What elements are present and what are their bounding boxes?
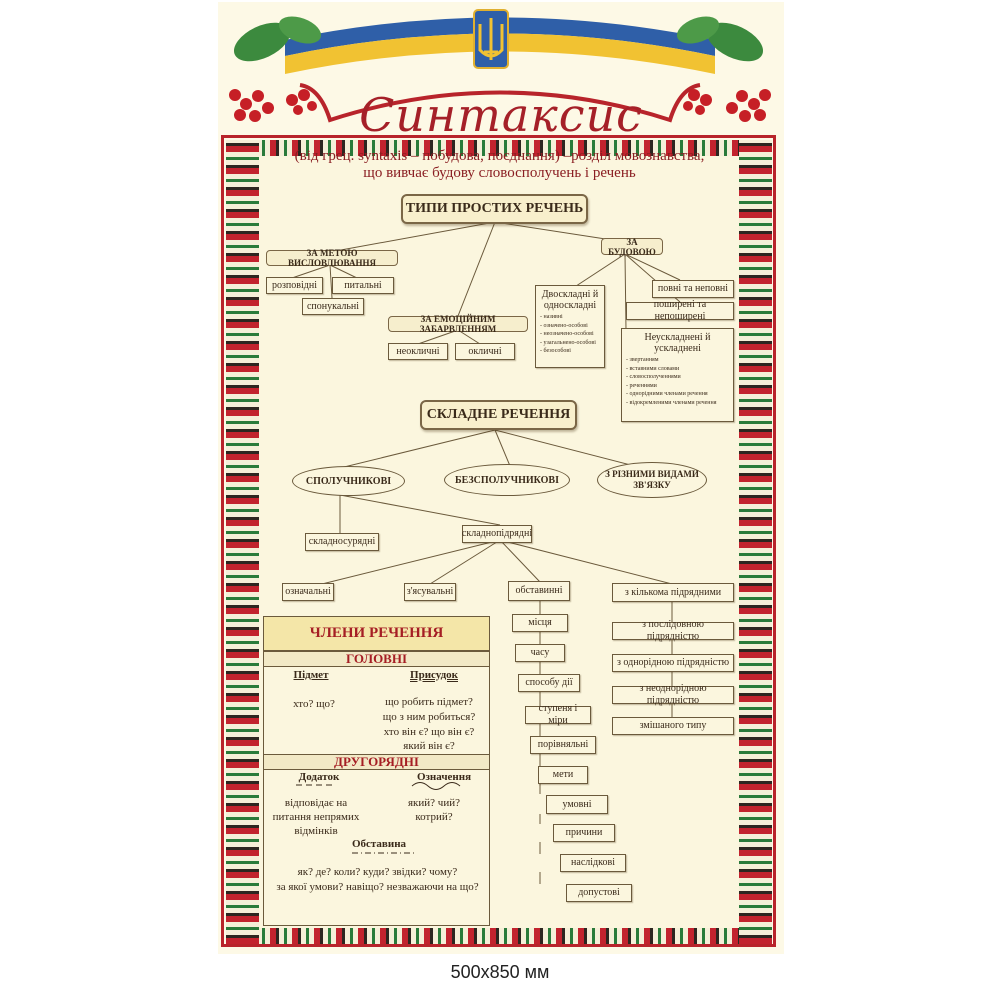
- list-item: називні: [540, 313, 600, 322]
- adverbial-type: допустові: [566, 884, 632, 902]
- attribute-question: який? чий?: [408, 797, 460, 809]
- complicated-items: звертанням вставними словами словосполуч…: [626, 356, 729, 407]
- list-item: неозначено-особові: [540, 330, 600, 339]
- list-item: словосполученнями: [626, 373, 729, 382]
- list-item: безособові: [540, 347, 600, 356]
- size-caption: 500x850 мм: [450, 962, 550, 982]
- by-structure-label: ЗА БУДОВОЮ: [601, 237, 663, 257]
- list-item: узагальнено-особові: [540, 339, 600, 348]
- page-title: Синтаксис: [359, 88, 643, 142]
- adverbial-modifier-question: за якої умови? навіщо? незважаючи на що?: [276, 881, 479, 893]
- underline-marks: [296, 782, 461, 854]
- list-item: звертанням: [626, 356, 729, 365]
- conjunctive-ellipse: СПОЛУЧНИКОВІ: [292, 466, 405, 496]
- viburnum-left-icon: [229, 16, 322, 122]
- adverbial-modifier-question: як? де? коли? куди? звідки? чому?: [297, 866, 458, 878]
- compound-box: складносурядні: [305, 533, 379, 551]
- attribute-question: котрий?: [415, 811, 453, 823]
- emotion-item: неокличні: [388, 343, 448, 360]
- complex-sentence-heading: СКЛАДНЕ РЕЧЕННЯ: [420, 400, 577, 430]
- trident-icon: [473, 9, 509, 69]
- full-incomplete-box: повні та неповні: [652, 280, 734, 298]
- multi-type: з однорідною підрядністю: [612, 654, 734, 672]
- multi-type: змішаного типу: [612, 717, 734, 735]
- adverbial-type: мети: [538, 766, 588, 784]
- multi-subordinate-box: з кількома підрядними: [612, 583, 734, 602]
- predicate-question: хто він є? що він є?: [383, 726, 475, 738]
- attribute-label: Означення: [416, 771, 472, 783]
- list-item: відокремленими членами речення: [626, 399, 729, 408]
- by-purpose-label: ЗА МЕТОЮ ВИСЛОВЛЮВАННЯ: [266, 248, 398, 268]
- predicate-question: що з ним робиться?: [382, 711, 476, 723]
- embroidery-border-right: [739, 140, 772, 944]
- embroidery-border-left: [226, 140, 259, 944]
- multi-type: з неоднорідною підрядністю: [612, 683, 734, 706]
- sentence-members-panel: ЧЛЕНИ РЕЧЕННЯ ГОЛОВНІ Підмет хто? що? Пр…: [263, 616, 490, 926]
- object-label: Додаток: [298, 771, 340, 783]
- extended-box: поширені та непоширені: [626, 299, 734, 322]
- simple-sentences-heading: ТИПИ ПРОСТИХ РЕЧЕНЬ: [401, 194, 588, 224]
- subtitle: (від грец. syntaxis – побудова, поєднанн…: [262, 148, 737, 182]
- subject-label: Підмет: [293, 669, 329, 681]
- list-item: однорідними членами речення: [626, 390, 729, 399]
- explanatory-box: з'ясувальні: [404, 583, 456, 601]
- list-item: означено-особові: [540, 322, 600, 331]
- subject-question: хто? що?: [293, 698, 335, 710]
- object-question: відмінків: [294, 825, 338, 837]
- adverbial-type: умовні: [546, 795, 608, 814]
- object-question: питання непрямих: [272, 811, 360, 823]
- purpose-item: розповідні: [266, 277, 323, 294]
- object-question: відповідає на: [284, 797, 348, 809]
- subtitle-line-2: що вивчає будову словосполучень і речень: [363, 165, 636, 181]
- emotion-item: окличні: [455, 343, 515, 360]
- adverbial-type: часу: [515, 644, 565, 662]
- purpose-item: спонукальні: [302, 298, 364, 315]
- two-part-heading: Двоскладні й односкладні: [541, 289, 599, 311]
- predicate-question: що робить підмет?: [385, 696, 473, 708]
- complicated-list: Неускладнені й ускладнені звертанням вст…: [621, 328, 734, 422]
- predicate-question: який він є?: [403, 740, 455, 752]
- viburnum-right-icon: [676, 16, 771, 122]
- list-item: вставними словами: [626, 365, 729, 374]
- adverbial-type: порівняльні: [530, 736, 596, 754]
- by-emotion-label: ЗА ЕМОЦІЙНИМ ЗАБАРВЛЕННЯМ: [388, 314, 528, 334]
- adverbial-type: наслідкові: [560, 854, 626, 872]
- adverbial-type: способу дії: [518, 674, 580, 692]
- attributive-box: означальні: [282, 583, 334, 601]
- subordinate-box: складнопідрядні: [462, 525, 532, 543]
- purpose-item: питальні: [332, 277, 394, 294]
- two-part-items: називні означено-особові неозначено-особ…: [540, 313, 600, 356]
- multi-type: з послідовною підрядністю: [612, 619, 734, 642]
- list-item: реченнями: [626, 382, 729, 391]
- mixed-link-ellipse: З РІЗНИМИ ВИДАМИ ЗВ'ЯЗКУ: [597, 462, 707, 498]
- adverbial-modifier-label: Обставина: [351, 838, 407, 850]
- red-frame: [221, 135, 776, 947]
- header-ornament: [285, 17, 715, 123]
- adverbial-type: ступеня і міри: [525, 703, 591, 726]
- embroidery-border-bottom: [226, 928, 772, 944]
- secondary-members-heading: ДРУГОРЯДНІ: [264, 754, 489, 770]
- predicate-label: Присудок: [410, 669, 458, 681]
- adverbial-type: місця: [512, 614, 568, 632]
- adverbial-box: обставинні: [508, 581, 570, 601]
- nonconjunctive-ellipse: БЕЗСПОЛУЧНИКОВІ: [444, 464, 570, 496]
- members-heading: ЧЛЕНИ РЕЧЕННЯ: [264, 617, 489, 651]
- two-part-list: Двоскладні й односкладні називні означен…: [535, 285, 605, 368]
- complicated-heading: Неускладнені й ускладнені: [644, 332, 711, 354]
- main-members-heading: ГОЛОВНІ: [264, 651, 489, 667]
- subtitle-line-1: (від грец. syntaxis – побудова, поєднанн…: [294, 148, 705, 164]
- embroidery-border-top: [226, 140, 772, 156]
- adverbial-type: причини: [553, 824, 615, 842]
